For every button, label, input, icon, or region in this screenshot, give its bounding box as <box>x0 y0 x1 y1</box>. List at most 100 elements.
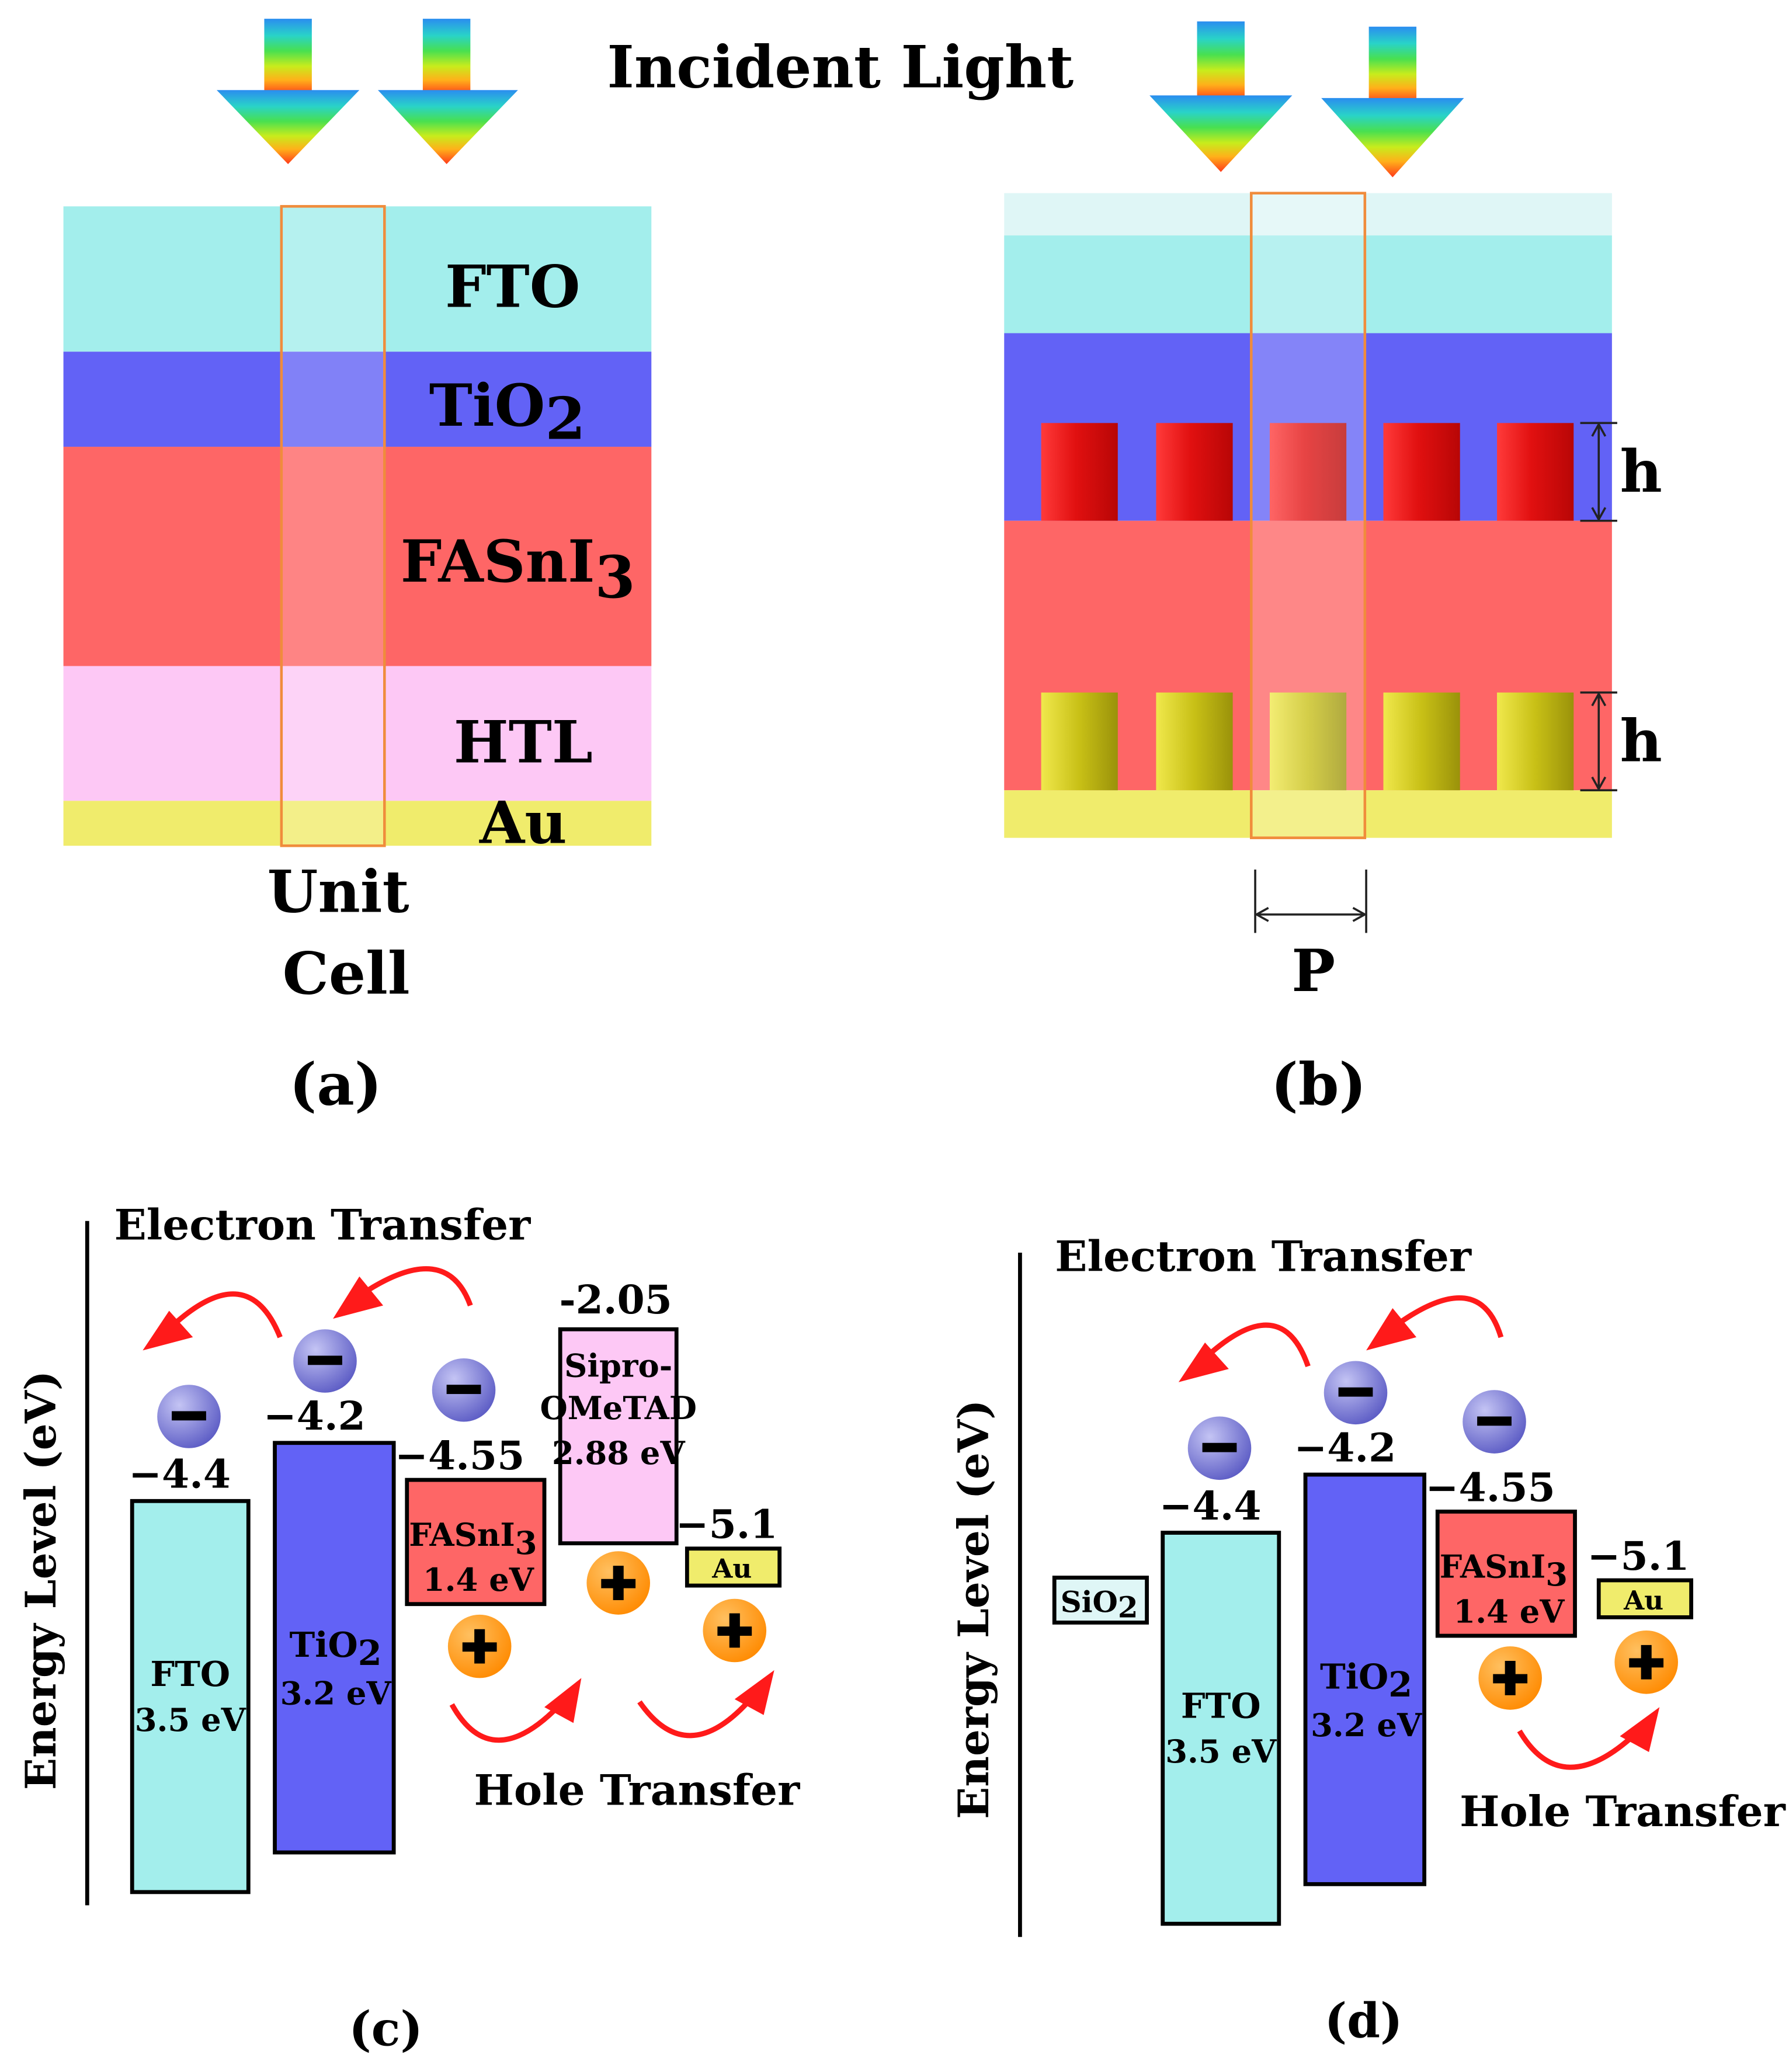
fasni3-band <box>1435 1509 1577 1638</box>
hole-icon <box>586 1551 650 1615</box>
gold-pillar <box>1269 692 1347 791</box>
fasni3-level-label: −4.55 <box>395 1433 524 1479</box>
sio2-label: SiO2 <box>1061 1584 1138 1624</box>
fasni3-name: FASnI3 <box>409 1516 537 1562</box>
gold-pillar <box>1041 692 1118 791</box>
curved-arrow-icon <box>1396 1295 1504 1339</box>
panel-b: h h P (b) <box>1004 21 1662 1119</box>
tio2-gap: 3.2 eV <box>1311 1706 1422 1744</box>
incident-light-arrows-b <box>1149 21 1464 178</box>
au-label: Au <box>479 790 567 857</box>
light-arrow-icon <box>1149 21 1293 172</box>
unit-cell-box <box>280 205 386 847</box>
hole-transfer-arrows <box>1517 1729 1638 1770</box>
gold-pillar <box>1156 692 1233 791</box>
curved-arrow-icon <box>1517 1729 1638 1770</box>
au-name: Au <box>1623 1585 1663 1616</box>
fto-gap: 3.5 eV <box>135 1701 246 1739</box>
fto-name: FTO <box>1181 1685 1261 1726</box>
curved-arrow-icon <box>637 1697 753 1739</box>
electron-icon <box>157 1385 221 1448</box>
light-arrow-icon <box>1321 26 1464 178</box>
fto-layer <box>63 206 652 352</box>
panel-c-caption: (c) <box>349 2001 423 2057</box>
hole-transfer-label: Hole Transfer <box>474 1766 801 1816</box>
electron-icon <box>1187 1416 1252 1480</box>
gold-nanopillars <box>1041 692 1574 791</box>
au-band <box>685 1546 782 1588</box>
tio2-level-label: −4.2 <box>263 1393 366 1440</box>
tio2-band <box>273 1441 396 1855</box>
hole-icon <box>1614 1630 1678 1694</box>
gold-pillar <box>1383 692 1460 791</box>
perovskite-pillar <box>1269 423 1347 521</box>
light-arrow-icon <box>216 19 360 164</box>
energy-axis-label: Energy Level (eV) <box>949 1400 999 1819</box>
tio2-name: TiO2 <box>1320 1657 1412 1705</box>
electron-transfer-arrows <box>172 1266 473 1339</box>
fasni3-level-label: −4.55 <box>1426 1464 1555 1511</box>
unit-cell-box <box>1250 192 1367 839</box>
curved-arrow-icon <box>449 1702 562 1743</box>
perovskite-layer <box>63 447 652 666</box>
fasni3-band <box>405 1477 547 1607</box>
au-layer <box>1004 790 1612 838</box>
hole-icon <box>1478 1646 1542 1710</box>
fto-layer <box>1004 235 1612 333</box>
panel-a: Incident Light FTO TiO2 FASnI3 HTL Au Un… <box>63 19 1074 1119</box>
au-level-label: −5.1 <box>676 1501 778 1548</box>
arrow-head-icon <box>1366 1308 1417 1351</box>
hole-transfer-arrows <box>449 1697 753 1743</box>
light-arrow-icon <box>377 19 518 164</box>
perovskite-pillar <box>1041 423 1118 521</box>
tio2-gap: 3.2 eV <box>280 1675 392 1712</box>
p-label: P <box>1291 937 1335 1005</box>
hole-icon <box>703 1598 767 1663</box>
hole-transfer-label: Hole Transfer <box>1460 1787 1786 1837</box>
tio2-label: TiO2 <box>429 372 586 453</box>
arrow-head-icon <box>333 1276 384 1319</box>
electron-transfer-label: Electron Transfer <box>1055 1232 1472 1282</box>
tio2-band <box>1303 1472 1427 1886</box>
spiro-level-label: -2.05 <box>559 1277 672 1323</box>
tio2-name: TiO2 <box>289 1625 381 1673</box>
fasni3-gap: 1.4 eV <box>423 1561 534 1598</box>
perovskite-pillar <box>1497 423 1574 521</box>
fto-name: FTO <box>150 1654 230 1694</box>
height-dimension-bottom <box>1580 691 1617 792</box>
sio2-top-layer <box>1004 193 1612 236</box>
fto-gap: 3.5 eV <box>1165 1733 1277 1770</box>
au-name: Au <box>711 1553 752 1584</box>
layer-stack-a <box>63 205 652 847</box>
tio2-layer <box>63 352 652 447</box>
height-dimension-top <box>1580 422 1617 522</box>
tio2-level-label: −4.2 <box>1294 1424 1396 1471</box>
spiro-name-line2: OMeTAD <box>540 1389 697 1427</box>
au-layer <box>63 801 652 846</box>
electron-icon <box>293 1329 357 1393</box>
perovskite-pillar <box>1383 423 1460 521</box>
panel-c: Energy Level (eV) Electron Transfer −4.4… <box>16 1200 800 2057</box>
au-band <box>1596 1578 1693 1619</box>
h-label-bottom: h <box>1620 707 1662 775</box>
arrow-head-icon <box>1620 1707 1660 1753</box>
htl-layer <box>63 666 652 801</box>
arrow-head-icon <box>1178 1342 1229 1382</box>
fasni3-name: FASnI3 <box>1440 1548 1568 1593</box>
panel-d-caption: (d) <box>1325 1994 1403 2049</box>
electron-icon <box>432 1358 496 1422</box>
spiro-name-line1: Sipro- <box>564 1347 672 1385</box>
unit-label: Unit <box>268 858 409 926</box>
htl-label: HTL <box>454 709 593 777</box>
curved-arrow-icon <box>363 1266 473 1307</box>
electron-icon <box>1323 1361 1388 1425</box>
panel-d: Energy Level (eV) Electron Transfer SiO2… <box>949 1232 1786 2049</box>
arrow-head-icon <box>734 1670 774 1715</box>
gold-pillar <box>1497 692 1574 791</box>
fto-label: FTO <box>445 253 580 321</box>
fto-band <box>130 1499 251 1894</box>
incident-light-label: Incident Light <box>607 34 1074 102</box>
hole-icon <box>447 1614 512 1678</box>
red-nanopillars <box>1041 423 1574 521</box>
